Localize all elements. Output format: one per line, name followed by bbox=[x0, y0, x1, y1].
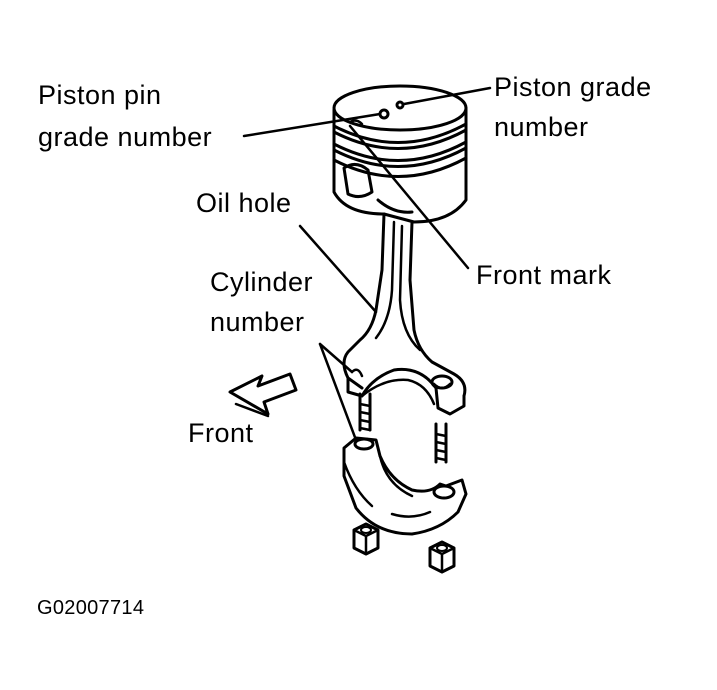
piston-pin-boss bbox=[342, 163, 374, 199]
leader-oil-hole bbox=[298, 224, 378, 314]
label-oil-hole: Oil hole bbox=[196, 188, 292, 218]
piston-ring-1b bbox=[332, 128, 468, 150]
rod-bolt-head-right-detail bbox=[432, 382, 452, 390]
rod-shank-left bbox=[342, 212, 386, 390]
leader-piston-grade bbox=[402, 86, 492, 106]
piston-ring-2b bbox=[332, 146, 468, 168]
piston bbox=[332, 84, 468, 224]
label-front: Front bbox=[188, 418, 254, 448]
rod-shank-groove bbox=[374, 220, 396, 340]
cap-inner-arc bbox=[378, 454, 414, 498]
cap-ridge bbox=[390, 510, 432, 518]
piston-ring-2 bbox=[332, 140, 468, 162]
leader-piston-pin-grade bbox=[242, 112, 382, 138]
piston-skirt-cut bbox=[376, 198, 414, 214]
bolt-left-thread bbox=[358, 402, 372, 432]
leader-front-mark bbox=[348, 124, 470, 270]
nut-right bbox=[428, 540, 456, 574]
connecting-rod bbox=[342, 212, 467, 416]
cap-bolt-hole-left bbox=[353, 437, 375, 451]
rod-cap bbox=[342, 436, 468, 536]
figure-code: G02007714 bbox=[37, 597, 145, 619]
crown-mark bbox=[348, 119, 364, 126]
bolt-right-thread bbox=[434, 432, 448, 462]
nuts bbox=[352, 522, 456, 574]
label-cylinder-number-line2: number bbox=[210, 307, 305, 337]
cap-bolt-hole-right bbox=[432, 484, 456, 500]
piston-ring-1 bbox=[332, 122, 468, 144]
cap-edge bbox=[342, 460, 374, 508]
piston-grade-dot bbox=[395, 100, 405, 110]
rod-shank-groove-2 bbox=[398, 224, 422, 352]
leader-lines bbox=[242, 86, 492, 442]
front-arrow bbox=[228, 372, 298, 418]
rod-notch bbox=[350, 368, 364, 378]
nut-left bbox=[352, 522, 380, 556]
label-piston-pin-grade-line2: grade number bbox=[38, 122, 213, 152]
label-piston-grade-line1: Piston grade bbox=[494, 72, 652, 102]
rod-shank-right bbox=[408, 220, 467, 398]
piston-body bbox=[332, 106, 468, 224]
label-front-mark: Front mark bbox=[476, 260, 612, 290]
label-piston-pin-grade-line1: Piston pin bbox=[38, 80, 162, 110]
rod-big-end-inner bbox=[360, 378, 436, 406]
cap-outline bbox=[342, 436, 468, 536]
label-cylinder-number-line1: Cylinder bbox=[210, 267, 314, 297]
leader-cylinder-number-rod bbox=[318, 342, 354, 374]
rod-bolts bbox=[358, 392, 448, 464]
label-piston-grade-line2: number bbox=[494, 112, 589, 142]
leader-cylinder-number-cap bbox=[318, 342, 358, 442]
